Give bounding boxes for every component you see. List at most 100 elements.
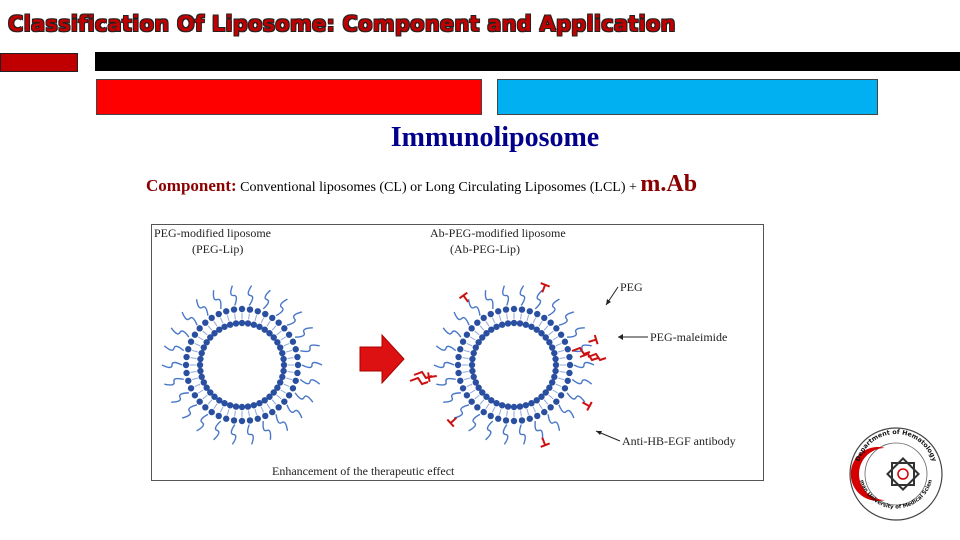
- lipid-tail: [219, 317, 224, 324]
- lipid-tail: [506, 410, 508, 417]
- lipid-tail: [266, 403, 271, 410]
- peg-chain: [435, 345, 457, 352]
- lipid-head: [487, 412, 494, 420]
- lipid-tail: [197, 389, 204, 394]
- lipid-head: [221, 400, 228, 407]
- lipid-head: [187, 385, 195, 392]
- lipid-head: [262, 412, 269, 420]
- lipid-head: [238, 417, 246, 425]
- lipid-head: [281, 398, 288, 405]
- lipid-tail: [248, 313, 250, 320]
- antibody-pointer-head: [596, 431, 602, 435]
- lipid-head: [198, 373, 205, 381]
- lipid-tail: [526, 408, 530, 416]
- peg-chain: [171, 392, 189, 403]
- peg-pointer-head: [606, 299, 611, 305]
- peg-chain: [558, 404, 575, 419]
- lipid-head: [483, 393, 490, 400]
- peg-chain: [300, 344, 320, 353]
- lipid-head: [203, 339, 210, 346]
- antibody-fragments: [409, 346, 607, 386]
- lipid-head: [469, 355, 476, 363]
- lipid-head: [551, 349, 558, 357]
- lipid-tail: [552, 389, 559, 394]
- lipid-head: [280, 361, 288, 369]
- lipid-head: [216, 397, 223, 404]
- lipid-tail: [285, 349, 293, 353]
- peg-chain: [246, 424, 254, 445]
- lipid-head: [270, 334, 277, 341]
- component-mab: m.Ab: [640, 171, 698, 197]
- lipid-head: [498, 402, 506, 409]
- lipid-head: [197, 355, 204, 363]
- lipid-tail: [276, 330, 282, 336]
- lipid-head: [200, 344, 207, 351]
- lipid-head: [280, 355, 287, 363]
- immunoliposome-figure: PEG-modified liposome (PEG-Lip) Ab-PEG-m…: [151, 224, 764, 481]
- section-heading: Immunoliposome: [390, 122, 600, 153]
- lipid-tail: [479, 399, 485, 405]
- lipid-head: [254, 308, 261, 315]
- peg-chain: [467, 299, 481, 316]
- lipid-head: [232, 320, 240, 327]
- peg-chain: [453, 404, 470, 419]
- peg-chain: [573, 361, 595, 369]
- lipid-head: [202, 319, 209, 326]
- lipid-head: [463, 331, 471, 338]
- lipid-head: [294, 369, 301, 377]
- lipid-head: [289, 338, 297, 345]
- lipid-tail: [543, 325, 549, 331]
- lipid-head: [474, 404, 481, 411]
- lipid-head: [292, 377, 299, 384]
- label-anti-hb-egf: Anti-HB-EGF antibody: [622, 434, 736, 448]
- lipid-tail: [219, 406, 224, 413]
- peg-chain: [534, 289, 543, 310]
- peg-chain: [518, 424, 526, 445]
- lipid-head: [566, 353, 573, 361]
- lipid-head: [202, 404, 209, 411]
- component-text: Conventional liposomes (CL) or Long Circ…: [236, 180, 641, 195]
- peg-liposome-left: [161, 285, 323, 445]
- peg-chain: [181, 404, 198, 419]
- lipid-head: [230, 306, 238, 313]
- lipid-head: [250, 402, 258, 409]
- lipid-tail: [543, 399, 549, 405]
- lipid-tail: [191, 377, 199, 381]
- lipid-head: [197, 367, 204, 375]
- lipid-head: [211, 393, 218, 400]
- lipid-tail: [559, 371, 566, 373]
- lipid-head: [198, 349, 205, 357]
- lipid-head: [275, 404, 282, 411]
- lipid-head: [480, 314, 487, 322]
- peg-chain: [275, 414, 289, 431]
- lipid-head: [475, 384, 482, 391]
- lipid-head: [541, 408, 548, 416]
- lipid-head: [215, 310, 222, 318]
- lipid-head: [185, 346, 192, 353]
- lipid-tail: [266, 320, 271, 327]
- lipid-tail: [485, 320, 490, 327]
- lipid-tail: [280, 389, 287, 394]
- lipid-head: [504, 403, 512, 410]
- lipid-tail: [190, 371, 197, 373]
- lipid-head: [270, 389, 277, 396]
- peg-chain: [547, 298, 560, 317]
- free-antibody-fragment: [409, 376, 429, 386]
- lipid-head: [534, 310, 541, 318]
- peg-chain: [301, 361, 323, 369]
- lipid-head: [542, 334, 549, 341]
- lipid-head: [516, 403, 524, 410]
- lipid-head: [244, 320, 252, 327]
- lipid-head: [266, 330, 273, 337]
- lipid-head: [526, 308, 533, 315]
- lipid-head: [238, 319, 246, 327]
- lipid-head: [468, 325, 475, 332]
- conversion-arrow: [359, 333, 405, 385]
- header-bar-red: [96, 79, 482, 115]
- lipid-head: [468, 361, 476, 369]
- peg-chain: [502, 424, 509, 445]
- lipid-head: [269, 314, 276, 322]
- lipid-head: [546, 384, 553, 391]
- lipid-head: [238, 305, 246, 313]
- lipid-tail: [202, 330, 208, 336]
